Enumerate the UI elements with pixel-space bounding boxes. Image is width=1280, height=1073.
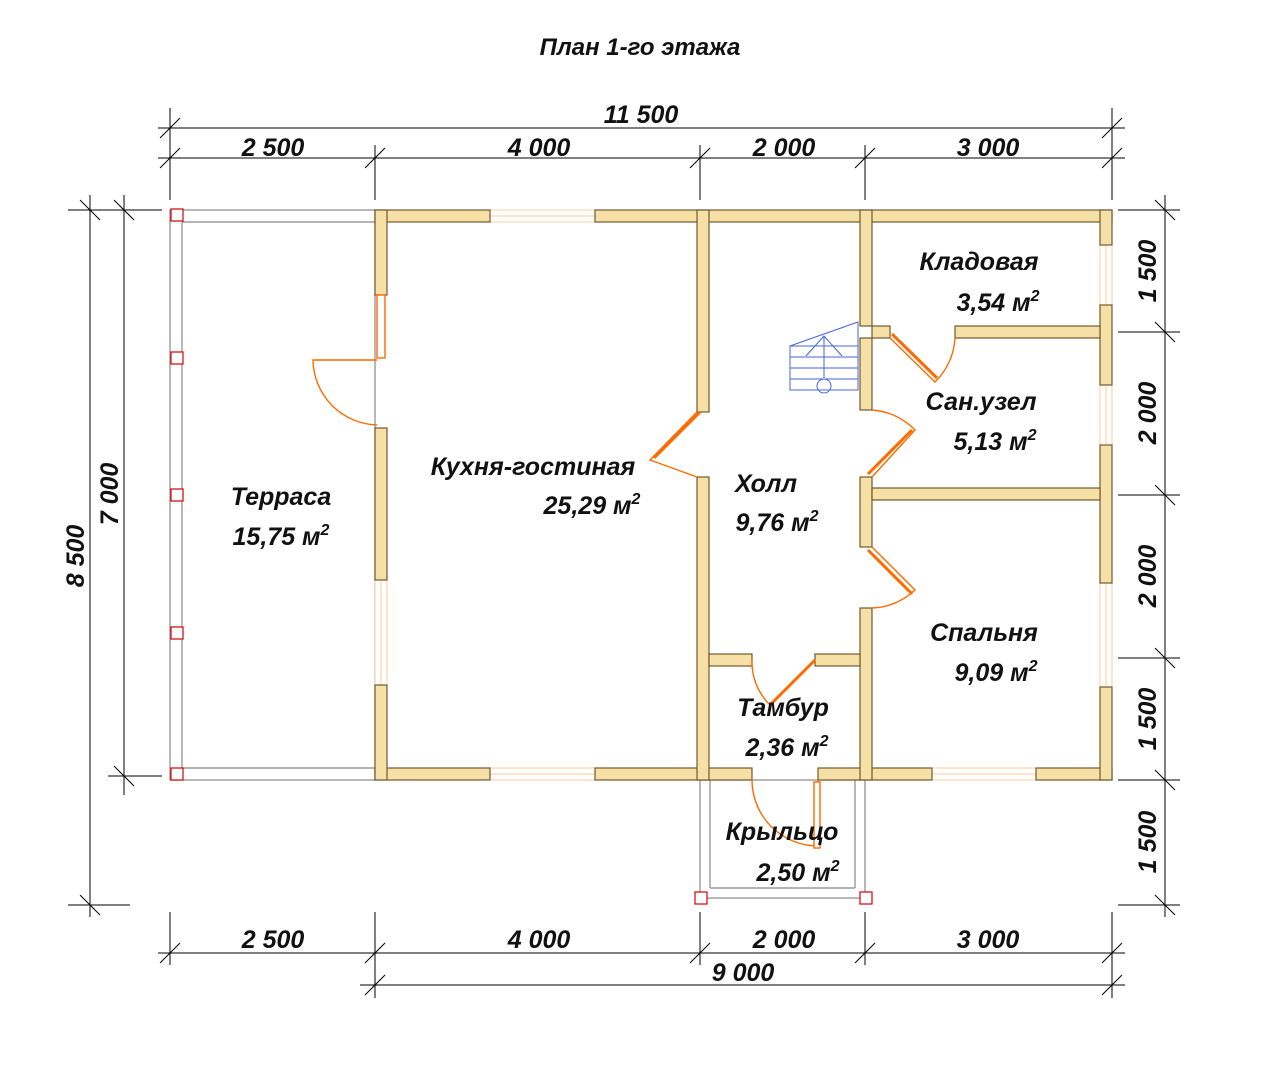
stair-icon bbox=[789, 321, 859, 394]
room-area-terrace: 15,75 м2 bbox=[233, 522, 330, 551]
room-area-hall: 9,76 м2 bbox=[735, 508, 818, 537]
room-name-bathroom: Сан.узел bbox=[925, 388, 1036, 416]
plan-title: План 1-го этажа bbox=[540, 34, 741, 61]
dim-right-1: 1 500 bbox=[1134, 240, 1162, 303]
dim-right-4: 1 500 bbox=[1134, 688, 1162, 751]
room-area-bathroom: 5,13 м2 bbox=[953, 427, 1036, 456]
dim-bottom-total: 9 000 bbox=[712, 959, 775, 987]
terrace-outline bbox=[169, 209, 376, 781]
room-name-terrace: Терраса bbox=[231, 483, 332, 511]
dim-top-total: 11 500 bbox=[604, 101, 679, 129]
room-name-porch: Крыльцо bbox=[726, 818, 839, 846]
columns bbox=[170, 208, 873, 905]
dim-right-2: 2 000 bbox=[1134, 382, 1162, 446]
dim-bottom-4: 3 000 bbox=[957, 926, 1020, 954]
room-name-kitchen: Кухня-гостиная bbox=[431, 453, 636, 481]
dim-top-3: 2 000 bbox=[752, 134, 816, 162]
room-name-hall: Холл bbox=[733, 470, 798, 498]
dim-top-4: 3 000 bbox=[957, 134, 1020, 162]
room-name-vestibule: Тамбур bbox=[737, 694, 829, 722]
doors bbox=[312, 294, 956, 849]
dim-left-inner: 7 000 bbox=[96, 463, 124, 526]
porch-outline bbox=[699, 779, 866, 899]
dim-left-outer: 8 500 bbox=[62, 525, 90, 588]
dim-right-5: 1 500 bbox=[1134, 811, 1162, 874]
room-name-storage: Кладовая bbox=[920, 248, 1039, 276]
windows bbox=[374, 209, 1113, 781]
room-area-bedroom: 9,09 м2 bbox=[954, 658, 1037, 687]
dim-bottom-1: 2 500 bbox=[241, 926, 305, 954]
room-name-bedroom: Спальня bbox=[930, 619, 1038, 647]
dimension-lines bbox=[68, 108, 1180, 998]
dim-right-3: 2 000 bbox=[1134, 545, 1162, 609]
room-area-vestibule: 2,36 м2 bbox=[744, 733, 828, 762]
room-area-storage: 3,54 м2 bbox=[956, 288, 1039, 317]
dim-bottom-3: 2 000 bbox=[752, 926, 816, 954]
room-labels: Терраса 15,75 м2 Кухня-гостиная 25,29 м2… bbox=[231, 248, 1040, 887]
walls bbox=[374, 209, 1113, 781]
room-area-kitchen: 25,29 м2 bbox=[543, 491, 641, 520]
dim-top-1: 2 500 bbox=[241, 134, 305, 162]
room-area-porch: 2,50 м2 bbox=[755, 858, 839, 887]
dim-top-2: 4 000 bbox=[507, 134, 571, 162]
dim-bottom-2: 4 000 bbox=[507, 926, 571, 954]
